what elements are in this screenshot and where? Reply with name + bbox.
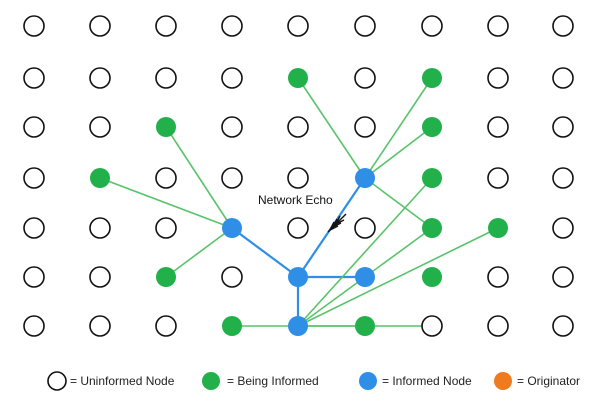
node-uninformed-r5-c8 xyxy=(552,266,574,288)
node-uninformed-r4-c4 xyxy=(287,217,309,239)
informing-link-14 xyxy=(364,77,433,179)
legend-swatch-being-informed xyxy=(202,372,220,390)
node-uninformed-r1-c0 xyxy=(23,67,45,89)
legend-swatch-informed xyxy=(359,372,377,390)
informing-link-15 xyxy=(364,126,433,179)
node-informed-r5-c5 xyxy=(355,267,375,287)
informing-link-13 xyxy=(297,77,366,179)
node-uninformed-r6-c2 xyxy=(155,315,177,337)
node-being-informed-r2-c2 xyxy=(156,117,176,137)
node-being-informed-r2-c6 xyxy=(422,117,442,137)
legend-label-originator: = Originator xyxy=(517,374,580,388)
legend-item-originator: = Originator xyxy=(494,372,580,390)
node-uninformed-r2-c3 xyxy=(221,116,243,138)
node-uninformed-r6-c8 xyxy=(552,315,574,337)
node-uninformed-r4-c5 xyxy=(354,217,376,239)
node-informed-r3-c5 xyxy=(355,168,375,188)
node-uninformed-r0-c5 xyxy=(354,15,376,37)
legend-swatch-originator xyxy=(494,372,512,390)
node-uninformed-r1-c8 xyxy=(552,67,574,89)
network-echo-annotation: Network Echo xyxy=(258,193,347,233)
node-uninformed-r1-c3 xyxy=(221,67,243,89)
node-uninformed-r2-c7 xyxy=(487,116,509,138)
node-uninformed-r5-c7 xyxy=(487,266,509,288)
node-uninformed-r0-c6 xyxy=(421,15,443,37)
node-uninformed-r0-c4 xyxy=(287,15,309,37)
nodes-layer xyxy=(23,15,574,337)
node-uninformed-r3-c3 xyxy=(221,167,243,189)
node-uninformed-r5-c3 xyxy=(221,266,243,288)
node-uninformed-r2-c5 xyxy=(354,116,376,138)
node-uninformed-r2-c1 xyxy=(89,116,111,138)
echo-arrow-icon xyxy=(327,213,347,233)
node-informed-r4-c3 xyxy=(222,218,242,238)
informing-link-2 xyxy=(165,227,233,278)
node-uninformed-r6-c0 xyxy=(23,315,45,337)
node-uninformed-r3-c0 xyxy=(23,167,45,189)
informing-link-1 xyxy=(165,126,233,229)
node-being-informed-r5-c6 xyxy=(422,267,442,287)
node-uninformed-r4-c8 xyxy=(552,217,574,239)
node-being-informed-r4-c7 xyxy=(488,218,508,238)
node-uninformed-r3-c7 xyxy=(487,167,509,189)
legend-label-informed: = Informed Node xyxy=(382,374,472,388)
node-being-informed-r1-c4 xyxy=(288,68,308,88)
node-uninformed-r3-c2 xyxy=(155,167,177,189)
informing-link-8 xyxy=(297,227,499,327)
node-uninformed-r5-c0 xyxy=(23,266,45,288)
node-uninformed-r1-c5 xyxy=(354,67,376,89)
node-uninformed-r6-c7 xyxy=(487,315,509,337)
node-informed-r5-c4 xyxy=(288,267,308,287)
legend-item-uninformed: = Uninformed Node xyxy=(47,371,175,391)
node-uninformed-r0-c0 xyxy=(23,15,45,37)
node-uninformed-r6-c1 xyxy=(89,315,111,337)
node-uninformed-r6-c6 xyxy=(421,315,443,337)
node-uninformed-r0-c8 xyxy=(552,15,574,37)
legend-label-uninformed: = Uninformed Node xyxy=(70,374,175,388)
node-uninformed-r5-c1 xyxy=(89,266,111,288)
node-uninformed-r3-c8 xyxy=(552,167,574,189)
legend-item-informed: = Informed Node xyxy=(359,372,472,390)
network-echo-label: Network Echo xyxy=(258,193,333,207)
node-uninformed-r2-c8 xyxy=(552,116,574,138)
node-being-informed-r1-c6 xyxy=(422,68,442,88)
node-uninformed-r0-c3 xyxy=(221,15,243,37)
node-being-informed-r3-c1 xyxy=(90,168,110,188)
informing-link-9 xyxy=(297,177,433,327)
node-uninformed-r1-c1 xyxy=(89,67,111,89)
node-being-informed-r3-c6 xyxy=(422,168,442,188)
legend: = Uninformed Node = Being Informed = Inf… xyxy=(47,371,580,391)
node-being-informed-r5-c2 xyxy=(156,267,176,287)
node-uninformed-r0-c2 xyxy=(155,15,177,37)
informing-link-16 xyxy=(364,177,433,229)
legend-swatch-uninformed xyxy=(47,371,67,391)
node-uninformed-r2-c4 xyxy=(287,116,309,138)
node-uninformed-r4-c1 xyxy=(89,217,111,239)
node-uninformed-r4-c0 xyxy=(23,217,45,239)
node-informed-r6-c4 xyxy=(288,316,308,336)
informing-link-0 xyxy=(99,177,233,229)
node-uninformed-r2-c0 xyxy=(23,116,45,138)
node-being-informed-r6-c5 xyxy=(355,316,375,336)
legend-label-being-informed: = Being Informed xyxy=(227,374,319,388)
node-uninformed-r4-c2 xyxy=(155,217,177,239)
node-uninformed-r0-c1 xyxy=(89,15,111,37)
node-being-informed-r4-c6 xyxy=(422,218,442,238)
node-uninformed-r1-c2 xyxy=(155,67,177,89)
node-uninformed-r0-c7 xyxy=(487,15,509,37)
informed-link-3 xyxy=(231,227,299,278)
node-uninformed-r3-c4 xyxy=(287,167,309,189)
legend-item-being-informed: = Being Informed xyxy=(202,372,319,390)
node-being-informed-r6-c3 xyxy=(222,316,242,336)
node-uninformed-r1-c7 xyxy=(487,67,509,89)
